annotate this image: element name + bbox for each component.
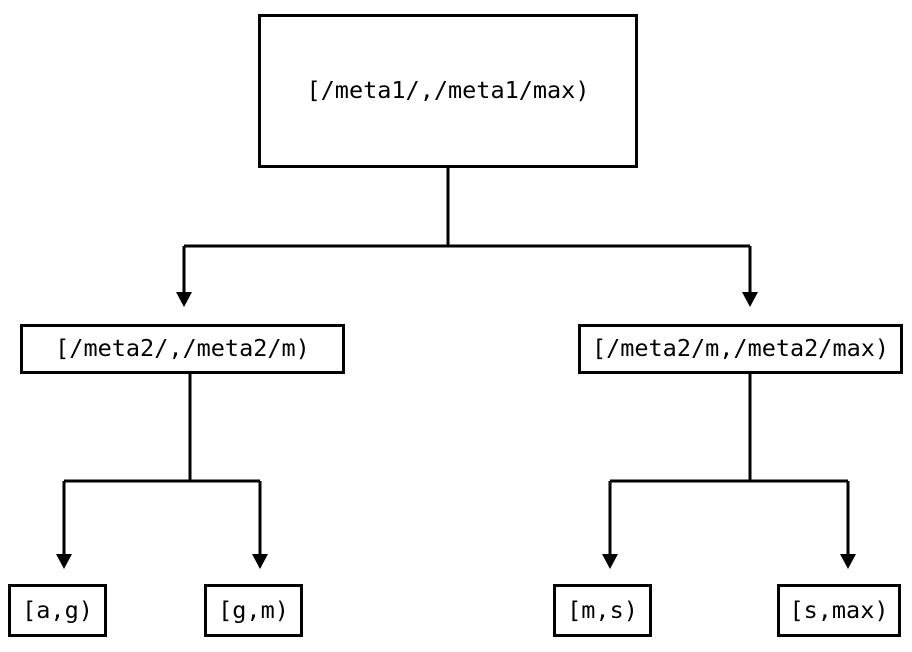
- tree-node-label: [/meta2/m,/meta2/max): [591, 334, 890, 363]
- tree-node-label: [/meta2/,/meta2/m): [55, 334, 310, 363]
- tree-node-root: [/meta1/,/meta1/max): [258, 14, 638, 168]
- tree-node-label: [a,g): [22, 595, 93, 624]
- arrowhead-down-icon: [840, 554, 856, 569]
- tree-node-label: [m,s): [567, 595, 638, 624]
- tree-node-leaf-s-max: [s,max): [777, 584, 901, 637]
- tree-node-meta2-left: [/meta2/,/meta2/m): [20, 324, 345, 374]
- arrowhead-down-icon: [742, 292, 758, 307]
- tree-node-meta2-right: [/meta2/m,/meta2/max): [578, 324, 903, 374]
- arrowhead-down-icon: [602, 554, 618, 569]
- tree-node-leaf-g-m: [g,m): [204, 584, 303, 637]
- arrowhead-down-icon: [252, 554, 268, 569]
- tree-node-leaf-a-g: [a,g): [8, 584, 107, 637]
- arrowhead-down-icon: [176, 292, 192, 307]
- arrowhead-down-icon: [56, 554, 72, 569]
- tree-node-label: [s,max): [789, 595, 889, 624]
- tree-node-label: [g,m): [218, 595, 289, 624]
- tree-node-label: [/meta1/,/meta1/max): [306, 76, 590, 105]
- tree-node-leaf-m-s: [m,s): [553, 584, 652, 637]
